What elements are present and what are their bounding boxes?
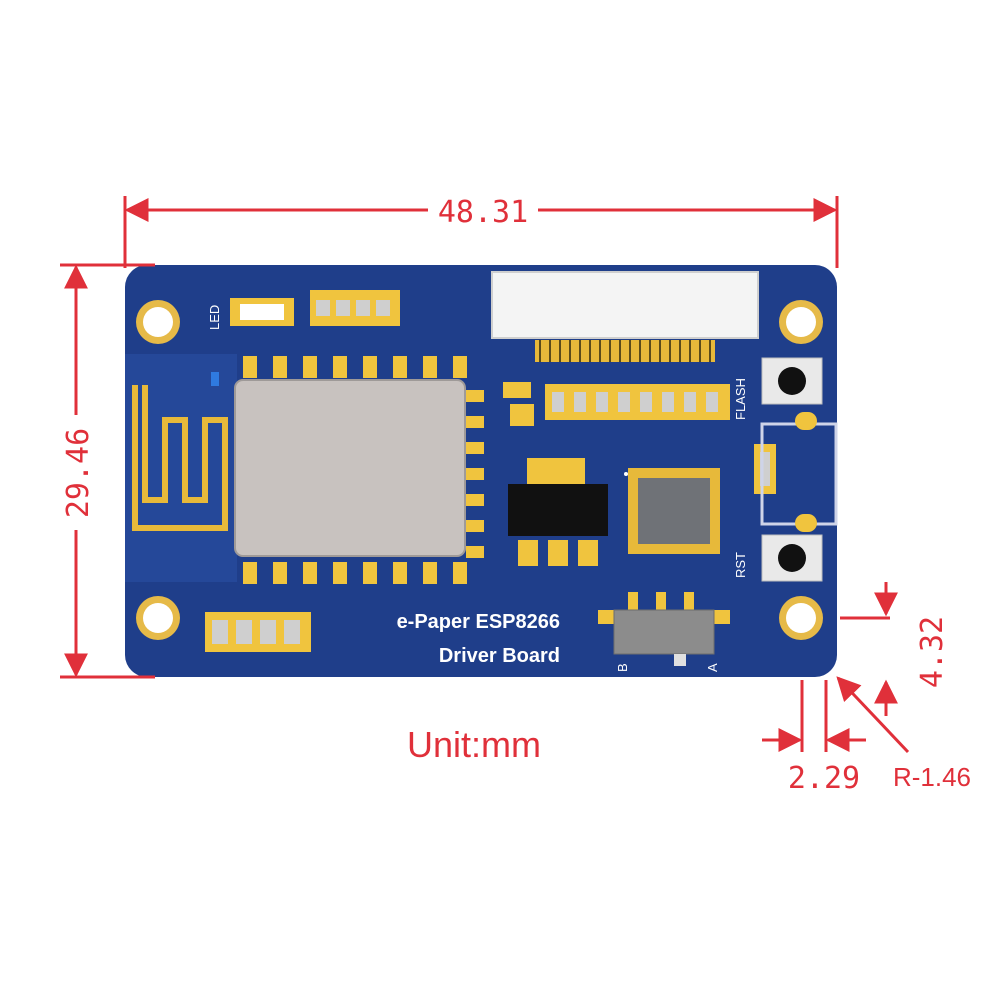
dimension-hole-offset-label: 4.32: [915, 616, 950, 688]
dimension-height-label: 29.46: [61, 428, 96, 518]
voltage-regulator: [508, 458, 608, 566]
rst-silk-label: RST: [733, 552, 748, 578]
mounting-hole-bottom-right: [779, 596, 823, 640]
switch-label-b: B: [615, 663, 630, 672]
flash-button[interactable]: [761, 357, 823, 405]
esp-module-pads-bottom: [243, 562, 467, 584]
dimension-height: 29.46: [60, 263, 155, 679]
esp-module-pads-right: [466, 390, 484, 558]
dimension-edge-offset-label: 2.29: [788, 761, 860, 796]
side-resistor: [754, 444, 776, 494]
dimension-width: 48.31: [123, 195, 839, 268]
passive-components-row: [503, 382, 730, 426]
mounting-hole-bottom-left: [136, 596, 180, 640]
dimension-hole-offset: 4.32: [840, 582, 950, 716]
pin-header-bottom-left: [205, 612, 311, 652]
flash-silk-label: FLASH: [733, 378, 748, 420]
esp8266-module-shield: [234, 379, 466, 557]
dimension-width-label: 48.31: [438, 195, 528, 230]
board-title-line1: e-Paper ESP8266: [397, 611, 560, 633]
dimension-edge-offset: 2.29: [762, 680, 866, 796]
slide-switch[interactable]: [598, 592, 730, 666]
mcu-chip: [624, 468, 720, 554]
esp-module-pads-top: [243, 356, 467, 378]
pcb-board: LED: [125, 265, 838, 677]
led-component: [230, 298, 294, 326]
unit-label: Unit:mm: [407, 724, 541, 765]
led-silk-label: LED: [207, 305, 222, 330]
mounting-hole-top-right: [779, 300, 823, 344]
board-title-line2: Driver Board: [439, 645, 560, 667]
dimension-corner-radius-label: R-1.46: [893, 762, 971, 792]
dimension-corner-radius: R-1.46: [836, 676, 971, 792]
antenna-area: [125, 354, 237, 582]
status-led-blue: [211, 372, 219, 386]
pcb-antenna-trace: [132, 385, 228, 531]
usb-pad-top: [795, 412, 817, 430]
mounting-hole-top-left: [136, 300, 180, 344]
usb-pad-bottom: [795, 514, 817, 532]
reset-button[interactable]: [761, 534, 823, 582]
resistor-array-top: [310, 290, 400, 326]
fpc-connector: [491, 271, 759, 362]
switch-label-a: A: [705, 663, 720, 672]
